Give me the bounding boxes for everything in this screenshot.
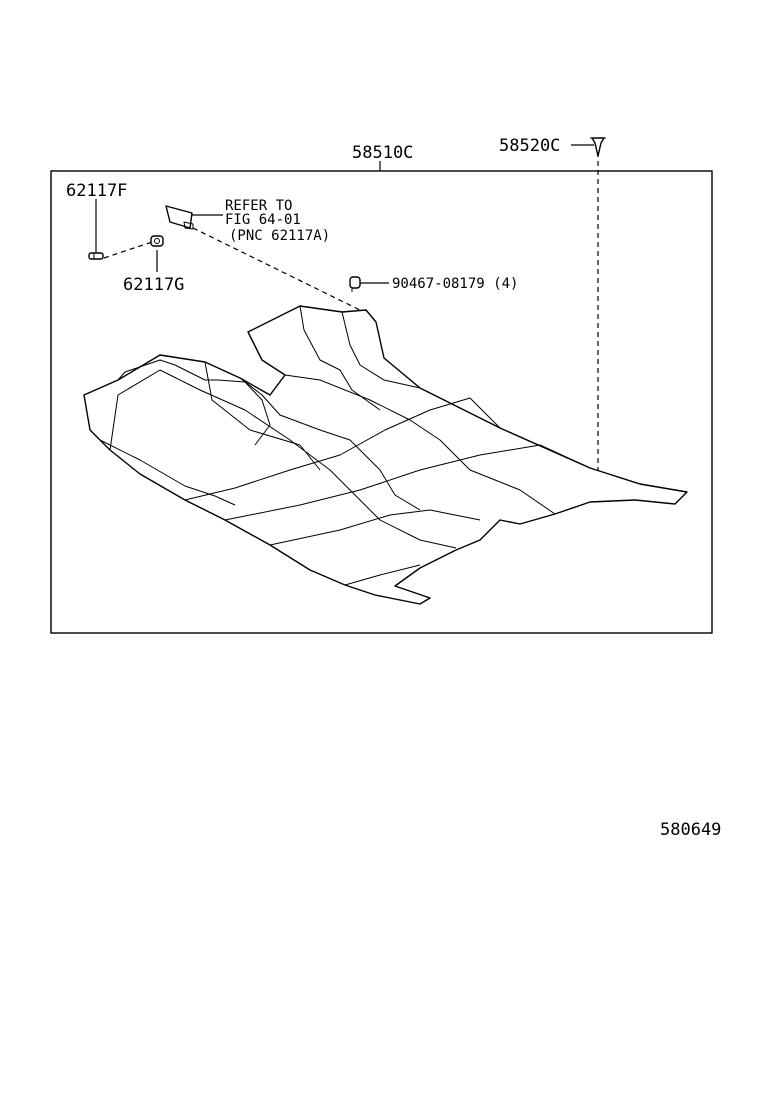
label-90467: 90467-08179 (4) xyxy=(392,276,518,292)
label-62117f: 62117F xyxy=(66,181,127,201)
dash-line-62117 xyxy=(103,241,153,259)
dash-line-bracket xyxy=(192,227,365,313)
clip-90467-icon xyxy=(349,276,361,292)
floor-carpet-58510c xyxy=(83,305,688,605)
nut-62117g-icon xyxy=(150,235,164,247)
label-58520c: 58520C xyxy=(499,136,560,156)
bracket-62117a-icon xyxy=(165,205,194,230)
label-refer-line3: (PNC 62117A) xyxy=(229,228,330,244)
label-refer-line2: FIG 64-01 xyxy=(225,212,301,228)
pin-62117f-icon xyxy=(88,252,104,260)
diagram-frame xyxy=(50,170,713,634)
label-62117g: 62117G xyxy=(123,275,184,295)
label-58510c: 58510C xyxy=(352,143,413,163)
figure-number: 580649 xyxy=(660,820,721,840)
clip-58520c-icon xyxy=(590,137,606,157)
label-refer-line1: REFER TO xyxy=(225,198,292,214)
